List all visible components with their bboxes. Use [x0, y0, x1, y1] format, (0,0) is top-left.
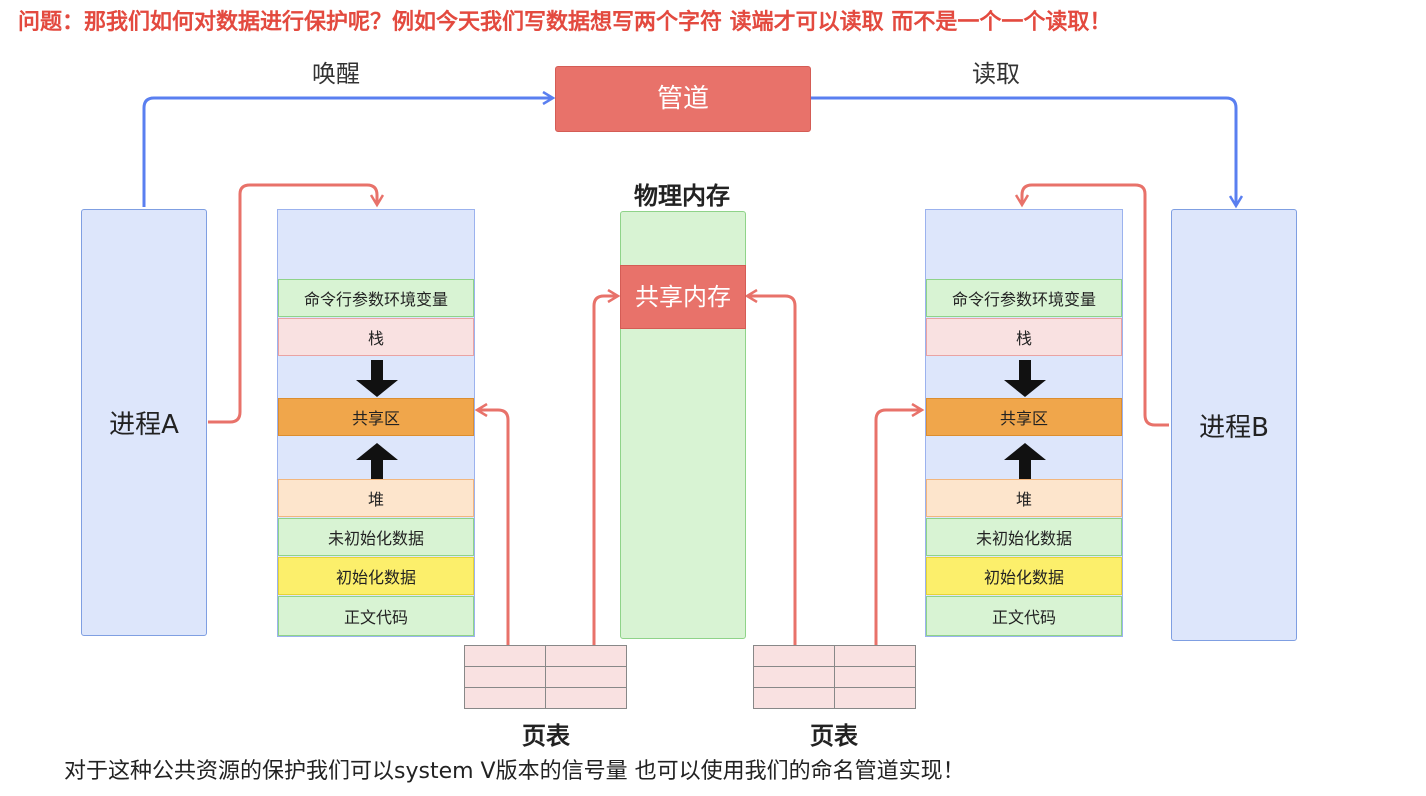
right-heap-up-arrow [1004, 443, 1046, 480]
footer-note: 对于这种公共资源的保护我们可以system V版本的信号量 也可以使用我们的命名… [64, 759, 965, 784]
left-seg-shared: 共享区 [278, 398, 474, 436]
process-a-to-addr-arrow [208, 183, 377, 424]
process-a-box: 进程A [81, 209, 207, 636]
left-seg-data: 初始化数据 [278, 557, 474, 595]
right-page-table [753, 645, 916, 709]
left-heap-up-arrow [356, 443, 398, 480]
right-seg-heap: 堆 [926, 479, 1122, 517]
process-b-label: 进程B [1199, 412, 1269, 443]
left-address-space: 命令行参数环境变量 栈 共享区 堆 未初始化数据 初始化数据 正文代码 [277, 209, 475, 637]
right-seg-bss: 未初始化数据 [926, 518, 1122, 556]
right-seg-text: 正文代码 [926, 596, 1122, 636]
physical-memory-label: 物理内存 [634, 182, 730, 210]
right-pt-cell [834, 687, 916, 709]
left-pagetable-to-shared-arrow [478, 410, 510, 645]
left-seg-stack: 栈 [278, 318, 474, 356]
read-label: 读取 [972, 60, 1020, 88]
right-growth-arrows [1004, 360, 1046, 480]
question-heading: 问题：那我们如何对数据进行保护呢？例如今天我们写数据想写两个字符 读端才可以读取… [18, 10, 1112, 35]
right-pagetable-to-shm-arrow [748, 296, 797, 645]
process-b-to-addr-arrow [1022, 183, 1169, 427]
left-pt-cell [545, 645, 627, 667]
left-pt-cell [464, 687, 546, 709]
right-seg-stack: 栈 [926, 318, 1122, 356]
left-page-table [464, 645, 627, 709]
right-seg-cmdline-env: 命令行参数环境变量 [926, 279, 1122, 317]
wake-label: 唤醒 [312, 60, 360, 88]
left-page-table-label: 页表 [522, 722, 570, 750]
left-pagetable-to-shm-arrow [592, 296, 617, 645]
right-stack-down-arrow [1004, 360, 1046, 397]
right-pt-cell [834, 666, 916, 688]
left-pt-cell [464, 666, 546, 688]
right-pt-cell [753, 687, 835, 709]
right-pagetable-to-shared-arrow [874, 410, 921, 645]
right-seg-data: 初始化数据 [926, 557, 1122, 595]
pipe-box: 管道 [555, 66, 811, 132]
left-pt-cell [545, 666, 627, 688]
right-pt-cell [753, 666, 835, 688]
right-pt-cell [834, 645, 916, 667]
right-address-space: 命令行参数环境变量 栈 共享区 堆 未初始化数据 初始化数据 正文代码 [925, 209, 1123, 637]
wake-arrow [142, 98, 552, 207]
right-pt-cell [753, 645, 835, 667]
right-seg-shared: 共享区 [926, 398, 1122, 436]
left-pt-cell [464, 645, 546, 667]
left-seg-heap: 堆 [278, 479, 474, 517]
left-stack-down-arrow [356, 360, 398, 397]
left-seg-text: 正文代码 [278, 596, 474, 636]
left-seg-bss: 未初始化数据 [278, 518, 474, 556]
shared-memory-box: 共享内存 [620, 265, 746, 329]
left-pt-cell [545, 687, 627, 709]
read-arrow [811, 96, 1236, 205]
left-seg-cmdline-env: 命令行参数环境变量 [278, 279, 474, 317]
right-page-table-label: 页表 [810, 722, 858, 750]
left-growth-arrows [356, 360, 398, 480]
process-a-label: 进程A [109, 410, 179, 440]
process-b-box: 进程B [1171, 209, 1297, 641]
